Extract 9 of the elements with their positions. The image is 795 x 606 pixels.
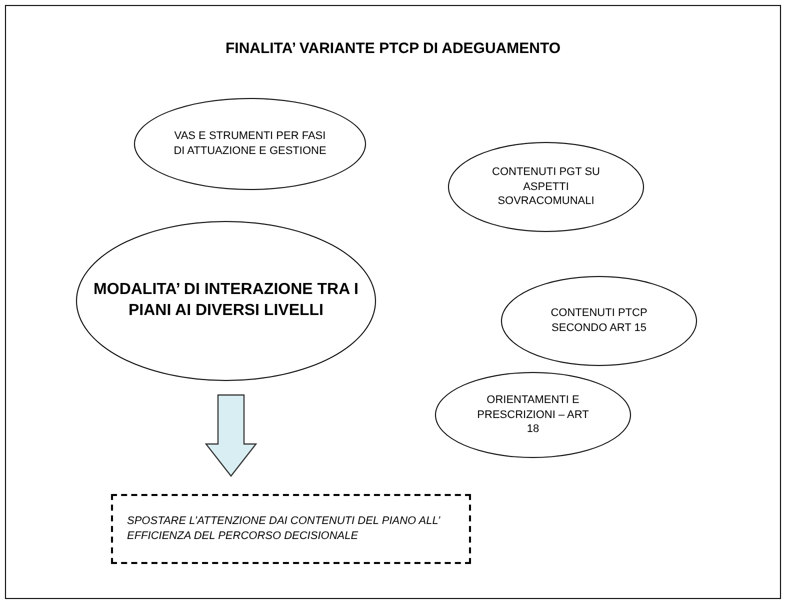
node-text: ORIENTAMENTI E PRESCRIZIONI – ART 18 [476,392,590,438]
node-text: SPOSTARE L’ATTENZIONE DAI CONTENUTI DEL PIANO ALL’ EFFICIENZA DEL PERCORSO DECISIONALE [127,514,442,544]
dashed-box [111,494,471,564]
diagram-title: FINALITA’ VARIANTE PTCP DI ADEGUAMENTO [224,40,562,57]
node-text: CONTENUTI PTCP SECONDO ART 15 [550,306,648,336]
node-text: VAS E STRUMENTI PER FASI DI ATTUAZIONE E GESTIONE [172,129,328,159]
block-arrow [204,394,258,477]
node-text: CONTENUTI PGT SU ASPETTI SOVRACOMUNALI [491,164,601,210]
node-text: MODALITA’ DI INTERAZIONE TRA I PIANI AI DIVERSI LIVELLI [92,280,360,321]
